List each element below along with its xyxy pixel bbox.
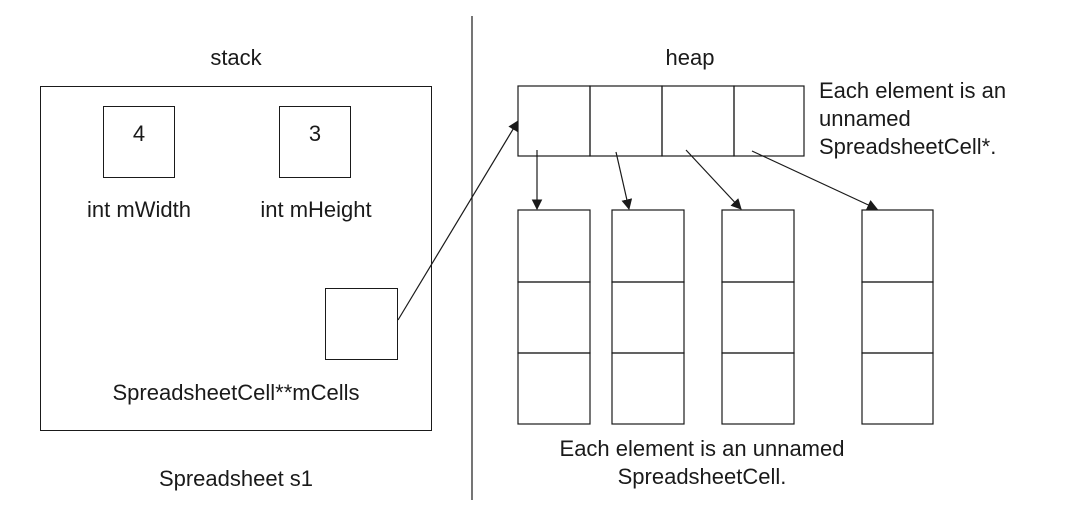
heap-cell (517, 352, 591, 425)
mcells-pointer-arrow (397, 120, 519, 321)
pointer-array-cell-4 (733, 85, 805, 157)
heap-cell (517, 281, 591, 354)
heap-cell-column-2 (611, 209, 685, 425)
stack-title: stack (210, 45, 262, 70)
mcells-label: SpreadsheetCell**mCells (112, 380, 360, 405)
heap-cell (861, 281, 934, 354)
heap-cell (861, 352, 934, 425)
mwidth-value-box (103, 106, 175, 178)
heap-cell (861, 209, 934, 283)
pointer-array-cell-2 (589, 85, 663, 157)
heap-cell (611, 209, 685, 283)
mheight-label: int mHeight (260, 197, 372, 222)
cell-columns-note-line-1: Each element is an unnamed (559, 436, 845, 461)
cell-columns-note-line-2: SpreadsheetCell. (617, 464, 787, 489)
spreadsheet-object-label: Spreadsheet s1 (158, 466, 314, 491)
spreadsheet-object-box (40, 86, 432, 431)
heap-cell-column-4 (861, 209, 934, 425)
heap-cell (721, 281, 795, 354)
mcells-pointer-box (325, 288, 398, 360)
heap-pointer-array (517, 85, 805, 157)
heap-cell-column-3 (721, 209, 795, 425)
pointer-array-note-line-3: SpreadsheetCell*. (819, 134, 997, 159)
pointer-array-note-line-2: unnamed (819, 106, 911, 131)
heap-cell (611, 352, 685, 425)
pointer-arrow-4 (751, 150, 878, 210)
heap-cell (517, 209, 591, 283)
mheight-value-box (279, 106, 351, 178)
heap-cell-column-1 (517, 209, 591, 425)
pointer-array-cell-3 (661, 85, 735, 157)
pointer-array-cell-1 (517, 85, 591, 157)
heap-cell (721, 209, 795, 283)
heap-cell (611, 281, 685, 354)
mwidth-value: 4 (132, 121, 146, 146)
pointer-arrow-2 (615, 151, 633, 211)
pointer-arrow-3 (685, 149, 742, 210)
heap-cell (721, 352, 795, 425)
pointer-array-note-line-1: Each element is an (819, 78, 1007, 103)
heap-title: heap (665, 45, 715, 70)
mwidth-label: int mWidth (87, 197, 191, 222)
mheight-value: 3 (308, 121, 322, 146)
